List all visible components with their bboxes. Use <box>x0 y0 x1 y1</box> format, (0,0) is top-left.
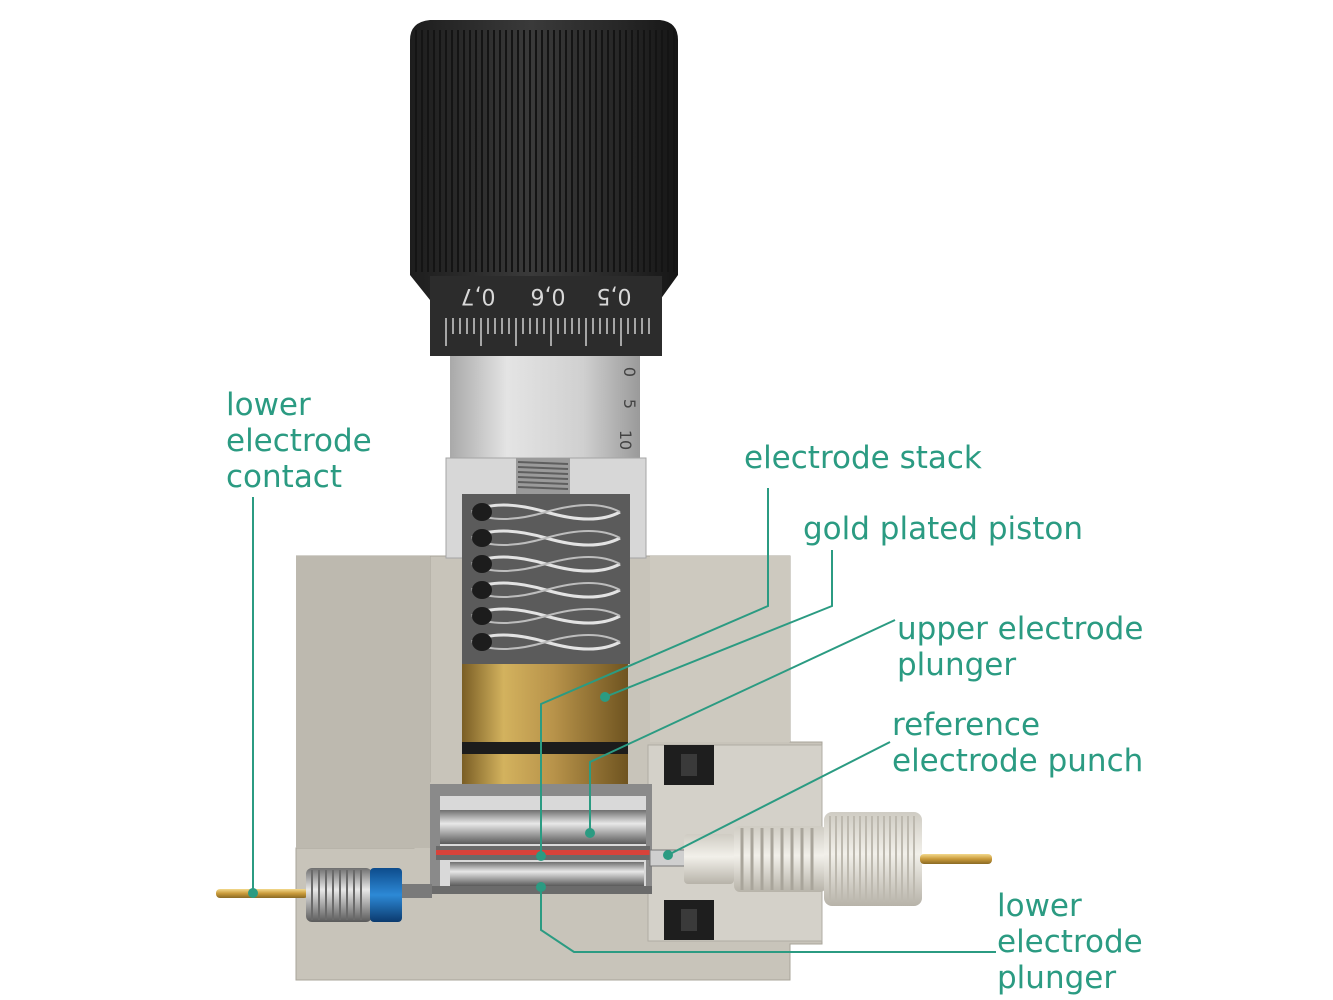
label-line: plunger <box>997 960 1117 996</box>
sleeve-mark-1: 0 <box>620 367 639 377</box>
disc-spring-stack <box>471 503 621 651</box>
label-lower-electrode-plunger: lower electrode plunger <box>997 888 1143 996</box>
oring-upper-core <box>681 754 697 776</box>
label-line: electrode <box>226 423 372 459</box>
leader-reference-punch <box>667 741 891 856</box>
lower-contact-pin <box>216 889 308 898</box>
knob-mark-1: 0,7 <box>461 283 496 308</box>
label-line: plunger <box>897 647 1017 683</box>
gold-piston <box>462 664 628 784</box>
label-reference-electrode-punch: reference electrode punch <box>892 707 1143 779</box>
label-line: electrode punch <box>892 743 1144 779</box>
label-electrode-stack: electrode stack <box>744 440 982 476</box>
reference-nut-knurling <box>829 816 915 902</box>
housing-shadow <box>296 556 430 848</box>
screw-thread <box>517 476 569 480</box>
label-line: reference <box>892 707 1041 743</box>
lower-plunger-disc <box>450 862 644 886</box>
sleeve-mark-2: 5 <box>620 399 639 409</box>
label-line: lower <box>226 387 311 423</box>
spring-bead <box>472 503 492 521</box>
left-connector-threads <box>311 870 362 920</box>
blue-insulator <box>370 868 402 922</box>
spring-bead <box>472 633 492 651</box>
label-line: electrode stack <box>744 440 982 476</box>
leader-gold-piston <box>604 550 833 698</box>
reference-thread-ridges <box>740 828 814 890</box>
reference-ferrule <box>684 834 734 884</box>
label-lower-electrode-contact: lower electrode contact <box>226 387 372 495</box>
upper-plunger-disc <box>440 810 646 844</box>
dot-gold-piston <box>600 692 610 702</box>
dot-reference-punch <box>663 850 673 860</box>
knob-knurling <box>415 30 675 272</box>
knob-scale-band <box>430 276 662 356</box>
screw-thread <box>517 486 569 490</box>
screw-thread <box>517 471 569 475</box>
sleeve-mark-3: 10 <box>616 430 635 450</box>
label-line: gold plated piston <box>803 511 1084 547</box>
spring-bead <box>472 581 492 599</box>
reference-pin <box>920 854 992 864</box>
housing-highlight <box>650 556 790 742</box>
leader-dots <box>248 692 673 898</box>
micrometer-sleeve <box>450 356 640 460</box>
piston-oring <box>462 742 628 754</box>
label-upper-electrode-plunger: upper electrode plunger <box>897 611 1143 683</box>
label-line: lower <box>997 888 1082 924</box>
label-line: contact <box>226 459 343 495</box>
spring-bead <box>472 607 492 625</box>
screw-thread <box>517 481 569 485</box>
label-gold-plated-piston: gold plated piston <box>803 511 1083 547</box>
leader-electrode-stack <box>540 488 769 856</box>
knob-mark-2: 0,6 <box>531 283 566 308</box>
screw-thread <box>517 466 569 470</box>
leader-lower-plunger <box>540 887 996 953</box>
knob-scale-ticks <box>445 318 650 346</box>
screw-thread <box>517 461 569 465</box>
spring-bead <box>472 555 492 573</box>
left-bore <box>402 884 432 898</box>
dot-electrode-stack <box>536 851 546 861</box>
label-line: electrode <box>997 924 1143 960</box>
spring-bead <box>472 529 492 547</box>
label-line: upper electrode <box>897 611 1144 647</box>
oring-lower-core <box>681 909 697 931</box>
separator-top <box>436 846 650 850</box>
knob-mark-3: 0,5 <box>597 283 632 308</box>
leader-upper-plunger <box>589 619 896 833</box>
screw-threads <box>517 461 569 490</box>
leader-lines <box>252 488 996 953</box>
dot-lower-contact <box>248 888 258 898</box>
dot-lower-plunger <box>536 882 546 892</box>
dot-upper-plunger <box>585 828 595 838</box>
